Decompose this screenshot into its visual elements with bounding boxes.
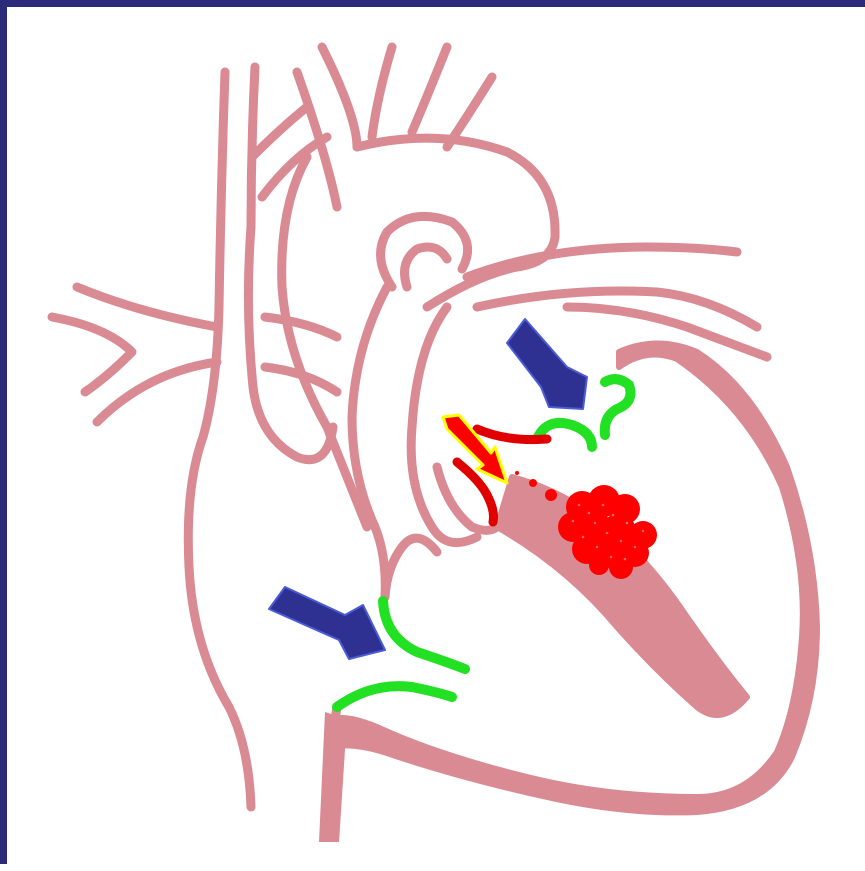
embolus-dot-3 bbox=[545, 489, 557, 501]
blue-arrow-icon bbox=[269, 587, 385, 659]
heart-outline bbox=[52, 47, 767, 837]
arrow-tricuspid bbox=[269, 587, 385, 659]
vessel-branch-1 bbox=[252, 107, 307, 157]
embolus-dot-1 bbox=[515, 471, 519, 475]
ascending-aorta-right bbox=[352, 287, 387, 597]
vessel-branch-4 bbox=[322, 47, 357, 147]
left-branch-4 bbox=[265, 317, 337, 337]
tricuspid-leaflet-lower bbox=[337, 686, 452, 707]
vessel-branch-3 bbox=[297, 72, 337, 207]
blue-arrow-icon bbox=[507, 319, 587, 409]
left-branch-2 bbox=[52, 317, 132, 392]
svc-left-wall bbox=[188, 72, 251, 807]
heart-diagram bbox=[7, 7, 865, 871]
left-branch-1 bbox=[77, 287, 217, 327]
vessel-branch-5 bbox=[372, 47, 392, 137]
ventricle-walls bbox=[319, 344, 817, 843]
vessel-branch-6 bbox=[412, 47, 447, 132]
tricuspid-leaflet-upper bbox=[383, 601, 465, 669]
septum-curve bbox=[385, 538, 437, 597]
mitral-leaflet-right bbox=[605, 379, 631, 435]
embolus-dot-2 bbox=[529, 479, 537, 487]
arrow-mitral bbox=[507, 319, 587, 409]
right-ventricle-base bbox=[319, 712, 347, 842]
aortic-arch-inner-2 bbox=[405, 247, 447, 287]
